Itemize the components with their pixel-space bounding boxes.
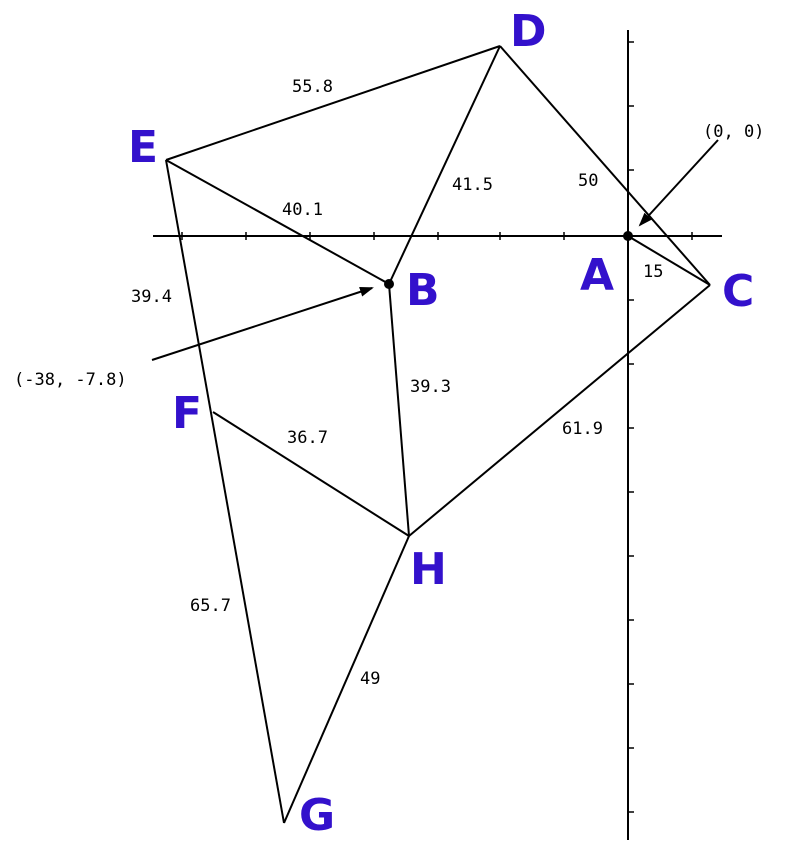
vertex-label-a: A: [580, 250, 614, 301]
edge-g-h: [283, 535, 410, 824]
point-a-dot: [623, 231, 633, 241]
axes: [153, 30, 722, 840]
edge-d-c: [499, 45, 711, 286]
edge-label-f-h: 36.7: [287, 428, 328, 448]
axis-ticks: [181, 41, 693, 813]
vertex-label-d: D: [510, 6, 547, 57]
edge-label-d-c: 50: [578, 171, 598, 191]
vertex-label-f: F: [172, 388, 202, 439]
point-b-arrow: [151, 286, 374, 361]
edge-label-e-f: 39.4: [131, 287, 172, 307]
edge-label-e-b: 40.1: [282, 200, 323, 220]
edge-label-e-d: 55.8: [292, 77, 333, 97]
edge-b-d: [388, 45, 501, 285]
edges: [165, 45, 711, 824]
edge-label-b-h: 39.3: [410, 377, 451, 397]
edge-label-g-h: 49: [360, 669, 380, 689]
edge-f-h: [212, 411, 410, 537]
edge-c-h: [408, 284, 711, 537]
origin-arrow: [638, 139, 719, 227]
vertex-label-g: G: [299, 790, 335, 841]
origin-coordinate-label: (0, 0): [703, 122, 764, 142]
edge-e-b: [165, 159, 390, 285]
vertex-label-h: H: [410, 544, 447, 595]
point-b-dot: [384, 279, 394, 289]
edge-e-g: [165, 159, 285, 824]
edge-e-d: [165, 45, 501, 161]
edge-label-f-g: 65.7: [190, 596, 231, 616]
edge-a-c: [627, 235, 711, 286]
edge-label-c-h: 61.9: [562, 419, 603, 439]
edge-label-b-d: 41.5: [452, 175, 493, 195]
edge-b-h: [388, 283, 410, 537]
edge-label-a-c: 15: [643, 262, 663, 282]
vertex-label-e: E: [128, 122, 158, 173]
vertex-label-c: C: [722, 266, 754, 317]
vertex-label-b: B: [406, 265, 440, 316]
point-b-coordinate-label: (-38, -7.8): [14, 370, 127, 390]
